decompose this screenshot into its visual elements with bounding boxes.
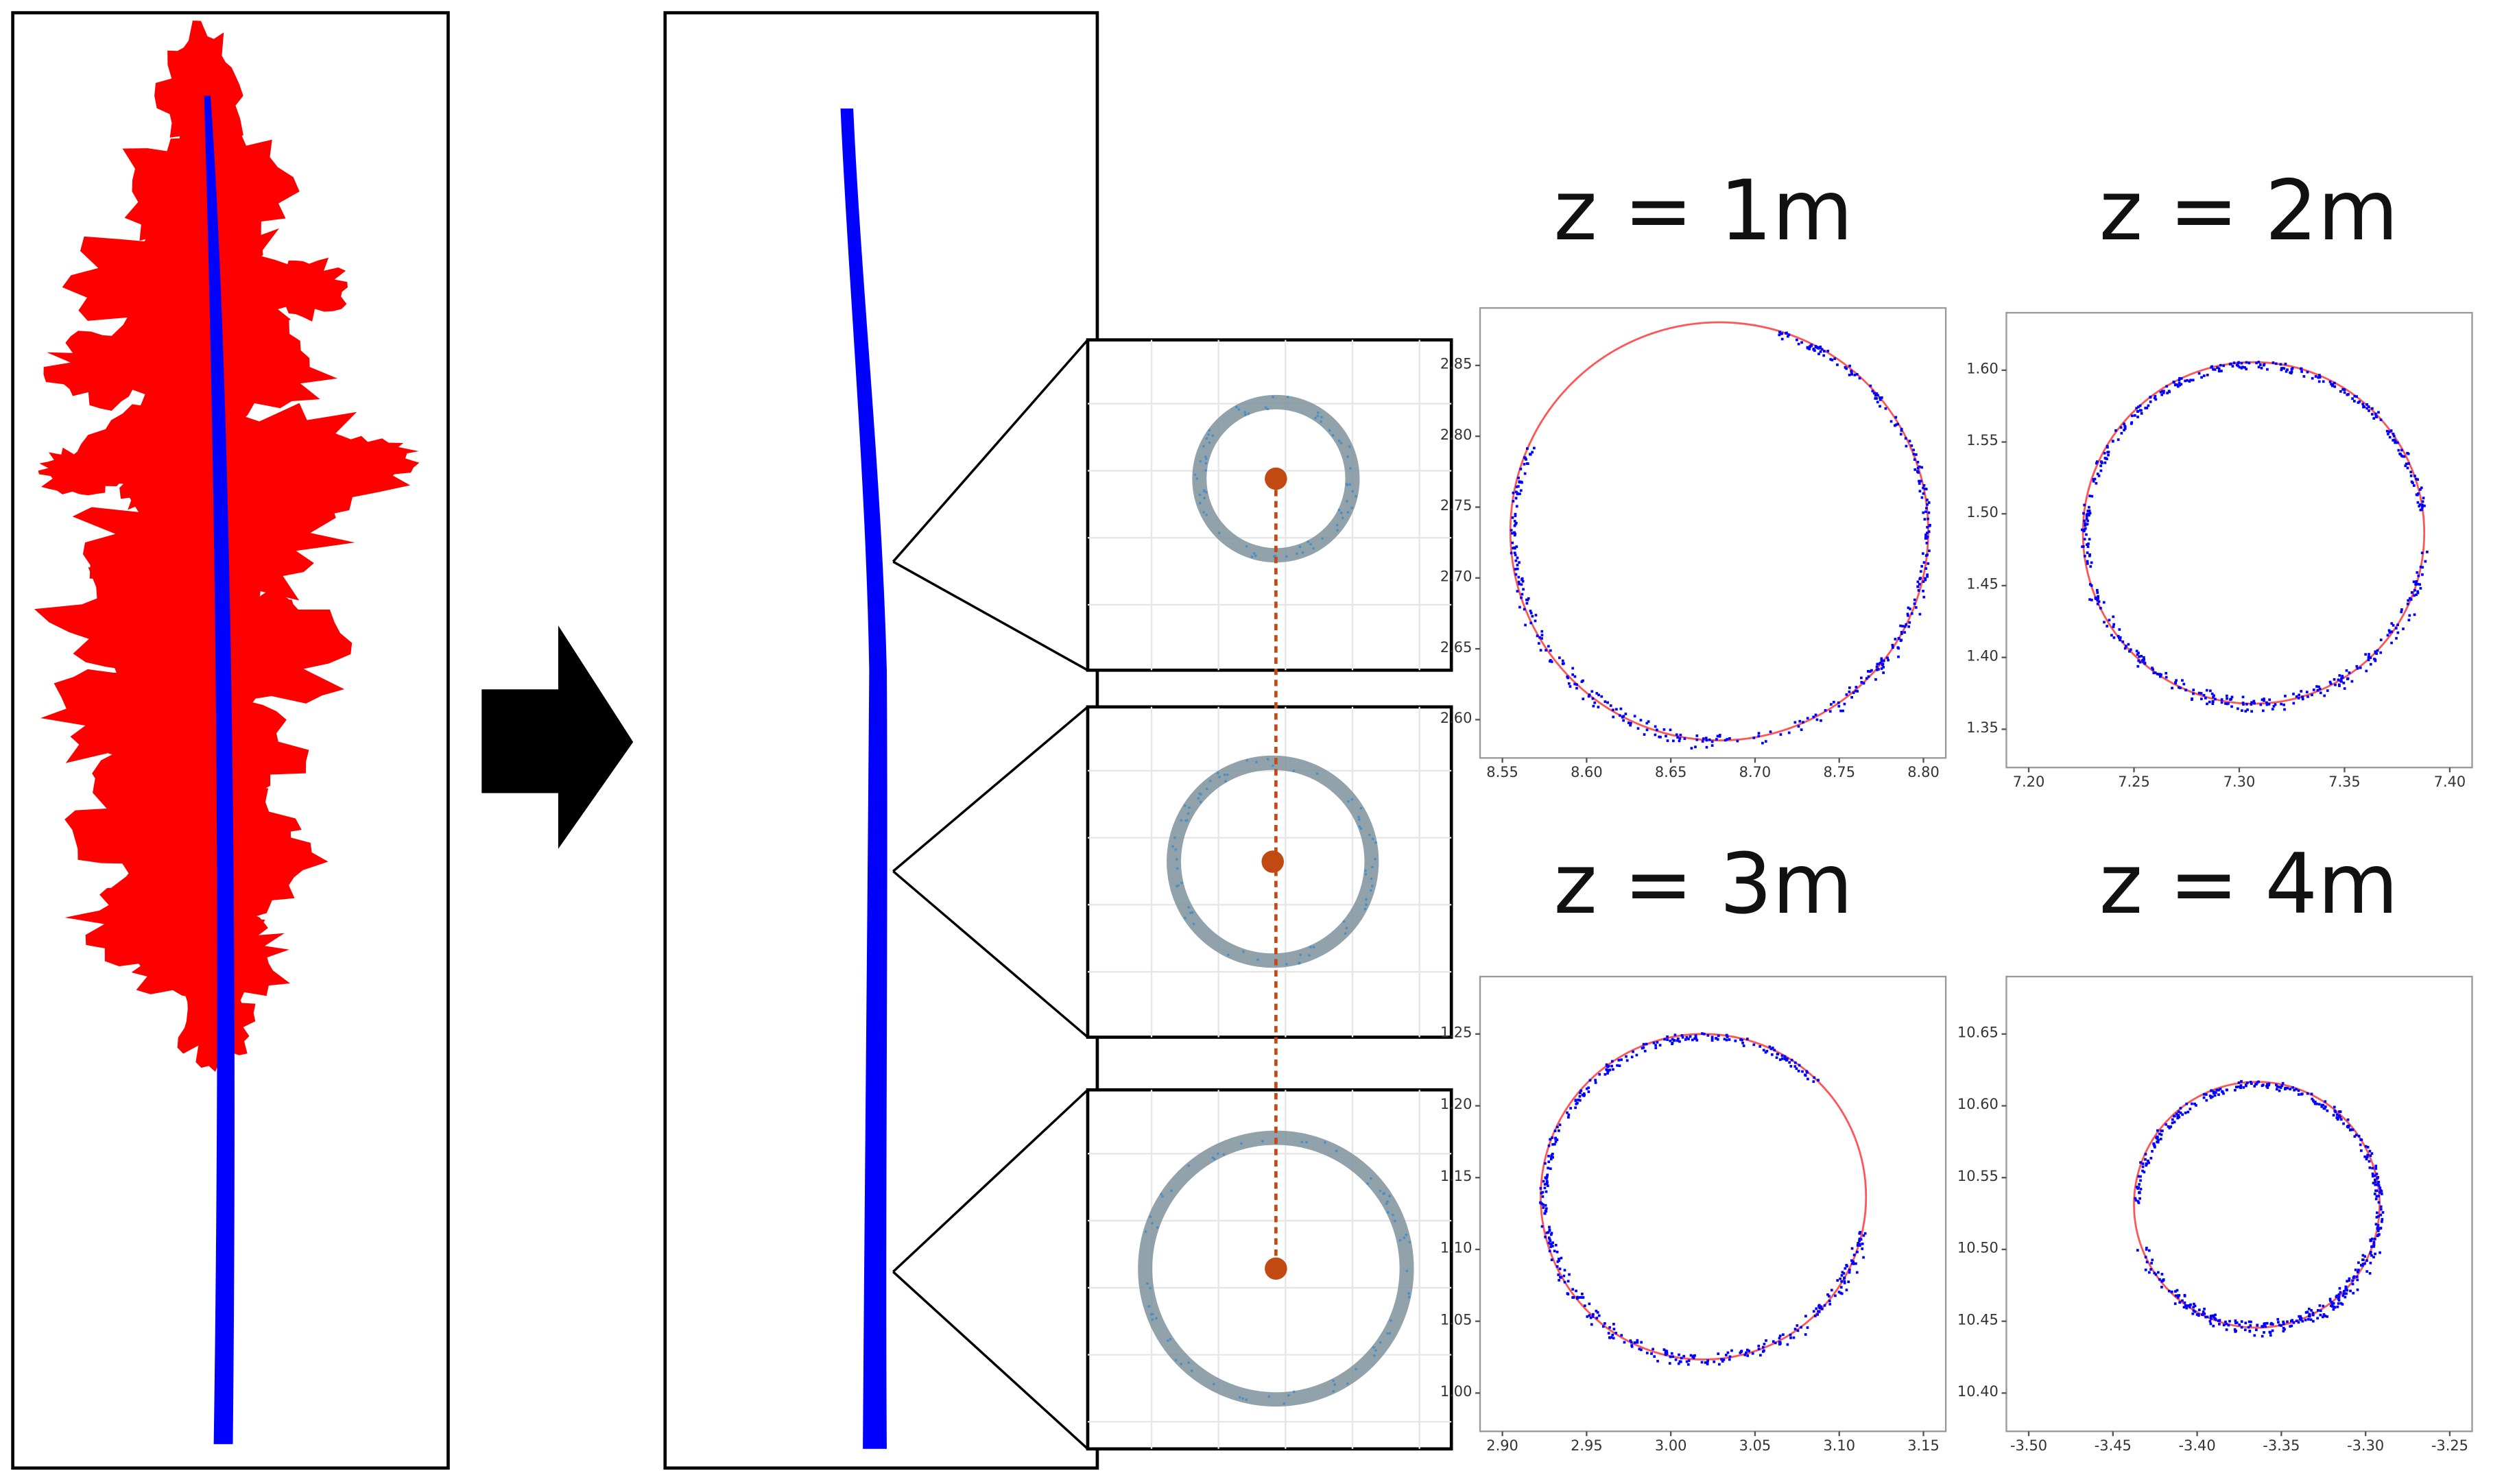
y-tick-label: 1.50 xyxy=(1966,504,1999,520)
stem-section-points xyxy=(2081,361,2429,713)
crown-point-cluster xyxy=(177,977,256,1072)
tree-panel xyxy=(11,11,450,1470)
inset-grid xyxy=(1087,706,1452,1038)
y-tick-label: 10.45 xyxy=(1957,1311,1999,1328)
plot-height-label: z = 4m xyxy=(2099,836,2398,933)
circle-fit-plots: z = 1m 8.55 8.60 8.65 8.70 8.75 8.80 2.85 2.80 2.… xyxy=(1440,163,2473,1454)
y-tick-label: 2.85 xyxy=(1440,356,1472,372)
stem-section-points xyxy=(1539,1032,1867,1366)
x-tick-label: -3.40 xyxy=(2179,1437,2216,1454)
y-tick-label: 1.10 xyxy=(1440,1240,1472,1256)
section-center-dot xyxy=(1265,467,1287,490)
section-center-dot xyxy=(1265,1257,1287,1280)
y-tick-label: 1.00 xyxy=(1440,1383,1472,1400)
plot-height-label: z = 3m xyxy=(1553,836,1852,933)
x-tick-label: -3.35 xyxy=(2263,1437,2300,1454)
section-points xyxy=(1171,758,1377,966)
x-tick-label: 8.60 xyxy=(1571,764,1603,780)
section-center-dot xyxy=(1261,850,1285,873)
plot-z3m: z = 3m 2.90 2.95 3.00 3.05 3.10 3.15 1.25 1.20 1.… xyxy=(1440,836,1947,1454)
y-tick-label: 10.50 xyxy=(1957,1240,1999,1256)
y-tick-label: 2.60 xyxy=(1440,710,1472,726)
y-tick-label: 10.55 xyxy=(1957,1168,1999,1184)
x-tick-label: -3.25 xyxy=(2431,1437,2468,1454)
plot-frame xyxy=(1479,975,1947,1433)
y-tick-label: 10.40 xyxy=(1957,1383,1999,1400)
stem-section-points xyxy=(1510,331,1931,750)
plot-frame xyxy=(2005,975,2473,1433)
y-tick-label: 1.40 xyxy=(1966,647,1999,664)
y-tick-label: 1.25 xyxy=(1440,1024,1472,1040)
crown-point-cluster xyxy=(256,257,348,322)
stem-panel xyxy=(663,11,1099,1470)
right-arrow-icon xyxy=(481,625,634,849)
y-tick-label: 1.35 xyxy=(1966,719,1999,736)
plot-z1m: z = 1m 8.55 8.60 8.65 8.70 8.75 8.80 2.85 2.80 2.… xyxy=(1440,163,1947,780)
y-tick-label: 10.65 xyxy=(1957,1024,1999,1040)
fitted-ring xyxy=(1167,755,1379,968)
x-tick-label: -3.50 xyxy=(2010,1437,2047,1454)
plot-height-label: z = 2m xyxy=(2099,163,2398,259)
crown-point-cluster xyxy=(43,324,180,411)
x-tick-label: 7.30 xyxy=(2223,774,2256,790)
section-points xyxy=(1144,1140,1411,1405)
x-tick-label: 2.90 xyxy=(1486,1437,1518,1454)
x-tick-label: 3.15 xyxy=(1907,1437,1940,1454)
plot-z2m: z = 2m 7.20 7.25 7.30 7.35 7.40 1.60 1.55 1.50 1.… xyxy=(1966,163,2473,790)
plot-frame xyxy=(1479,307,1947,759)
x-tick-label: 8.65 xyxy=(1655,764,1687,780)
y-tick-label: 2.75 xyxy=(1440,497,1472,514)
plot-frame xyxy=(2005,311,2473,769)
zoom-connectors xyxy=(892,339,1089,1450)
x-tick-label: -3.45 xyxy=(2095,1437,2132,1454)
section-points xyxy=(1193,396,1357,558)
x-tick-label: 8.75 xyxy=(1823,764,1855,780)
y-tick-label: 2.70 xyxy=(1440,568,1472,584)
y-tick-label: 1.60 xyxy=(1966,360,1999,376)
stem-section-points xyxy=(2134,1080,2385,1338)
x-tick-label: 8.55 xyxy=(1486,764,1518,780)
x-tick-label: 7.25 xyxy=(2118,774,2150,790)
plot-z4m: z = 4m -3.50 -3.45 -3.40 -3.35 -3.30 -3.25 10.6… xyxy=(1957,836,2473,1454)
crown-point-cluster xyxy=(283,435,420,493)
cross-section-insets xyxy=(1086,338,1453,1451)
x-tick-label: 8.70 xyxy=(1739,764,1772,780)
x-tick-label: 8.80 xyxy=(1907,764,1940,780)
x-tick-label: 7.20 xyxy=(2013,774,2045,790)
y-tick-label: 1.20 xyxy=(1440,1096,1472,1112)
y-tick-label: 1.55 xyxy=(1966,432,1999,448)
crown-point-cluster xyxy=(38,447,129,496)
x-tick-label: 2.95 xyxy=(1571,1437,1603,1454)
tree-stem-points xyxy=(204,95,235,1444)
y-tick-label: 1.15 xyxy=(1440,1168,1472,1184)
y-tick-label: 2.65 xyxy=(1440,639,1472,656)
crown-point-cluster xyxy=(125,909,291,1005)
x-tick-label: 3.00 xyxy=(1655,1437,1687,1454)
plot-height-label: z = 1m xyxy=(1553,163,1852,259)
y-tick-label: 1.45 xyxy=(1966,576,1999,593)
tree-crown-points xyxy=(34,21,420,1072)
x-tick-label: 7.40 xyxy=(2434,774,2466,790)
inset-frame xyxy=(1086,338,1453,672)
y-tick-label: 2.80 xyxy=(1440,427,1472,443)
y-tick-label: 1.05 xyxy=(1440,1311,1472,1328)
inset-1 xyxy=(1086,338,1453,672)
x-tick-label: -3.30 xyxy=(2347,1437,2384,1454)
x-tick-label: 3.05 xyxy=(1739,1437,1772,1454)
x-tick-label: 7.35 xyxy=(2328,774,2361,790)
x-tick-label: 3.10 xyxy=(1823,1437,1855,1454)
y-tick-label: 10.60 xyxy=(1957,1096,1999,1112)
extracted-stem-points xyxy=(840,108,887,1449)
